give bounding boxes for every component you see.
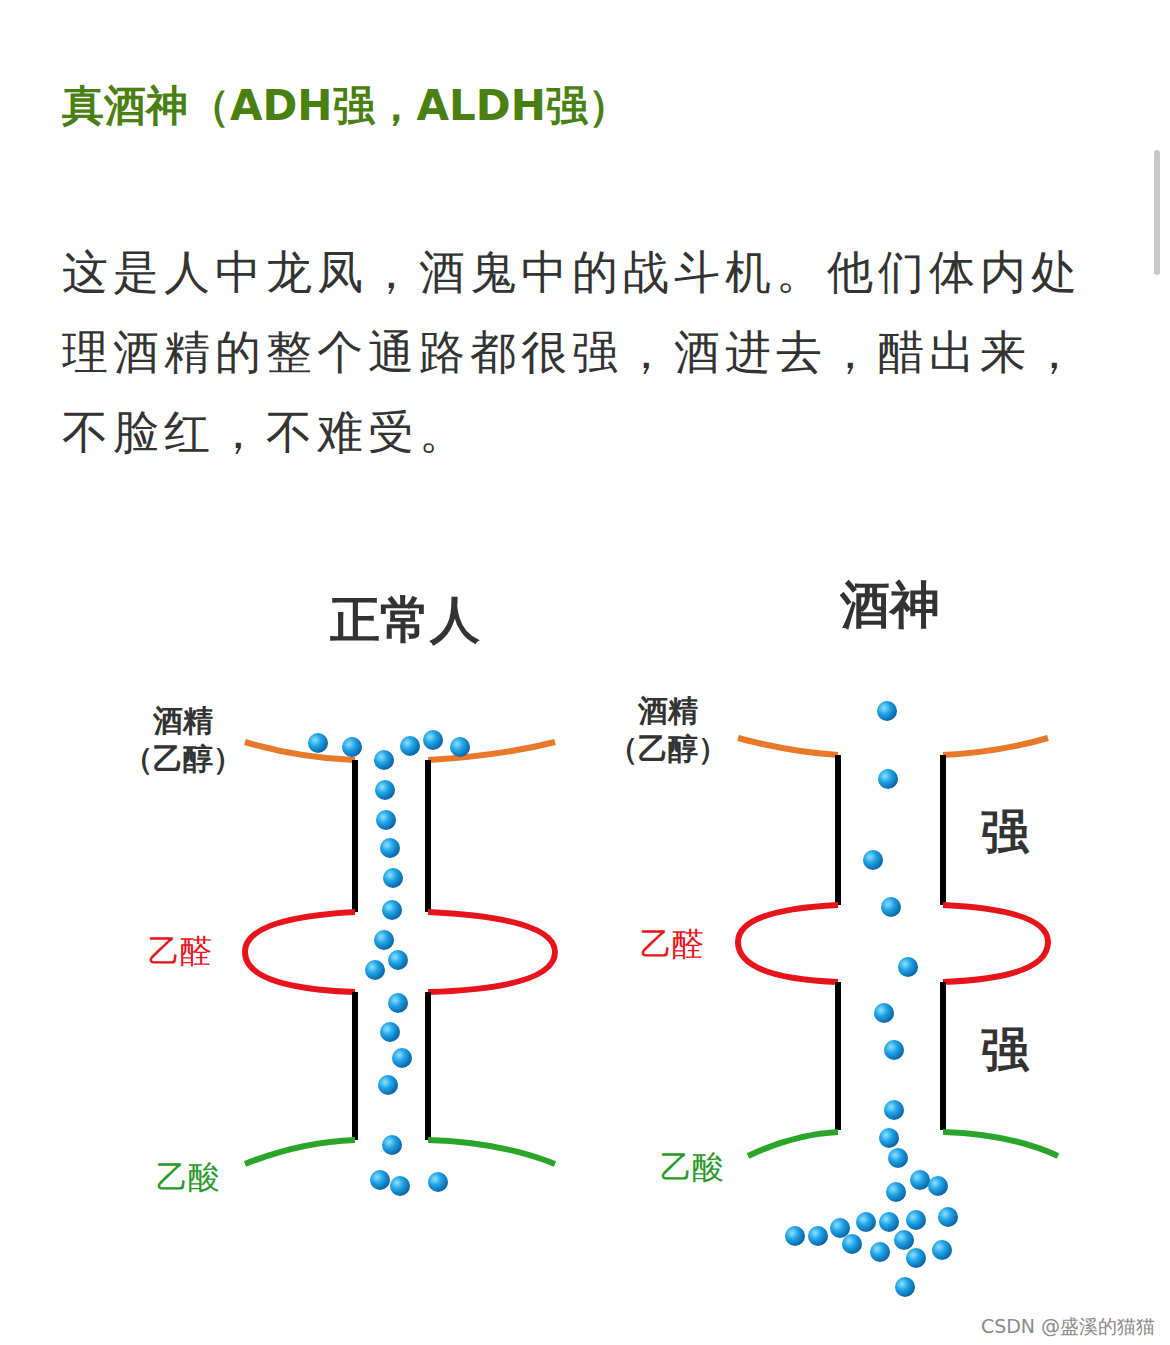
body-paragraph: 这是人中龙凤，酒鬼中的战斗机。他们体内处理酒精的整个通路都很强，酒进去，醋出来，… (62, 232, 1132, 472)
molecule-dot (388, 993, 408, 1013)
molecule-dot (895, 1277, 915, 1297)
molecule-dot (886, 1182, 906, 1202)
god-pathway (738, 738, 1058, 1156)
column-title: 酒神 (840, 572, 940, 639)
molecule-dot (392, 1048, 412, 1068)
molecule-dot (874, 1003, 894, 1023)
molecule-dot (910, 1170, 930, 1190)
molecule-dot (383, 868, 403, 888)
stage-label: 酒精 （乙醇） (604, 692, 733, 768)
molecule-dot (308, 733, 328, 753)
watermark: CSDN @盛溪的猫猫 (981, 1314, 1155, 1340)
molecule-dot (378, 1075, 398, 1095)
molecule-dot (894, 1230, 914, 1250)
molecule-dot (785, 1226, 805, 1246)
strength-label: 强 (981, 800, 1029, 864)
molecule-dot (808, 1226, 828, 1246)
molecule-dot (423, 730, 443, 750)
molecule-dot (842, 1234, 862, 1254)
molecule-dot (382, 900, 402, 920)
molecule-dot (380, 1022, 400, 1042)
molecule-dot (374, 750, 394, 770)
molecule-dot (906, 1248, 926, 1268)
scrollbar (1154, 150, 1160, 275)
molecule-dot (938, 1207, 958, 1227)
stage-label: 乙酸 (156, 1156, 220, 1200)
stage-label: 酒精 （乙醇） (119, 702, 248, 778)
molecule-dot (400, 736, 420, 756)
molecule-dot (863, 850, 883, 870)
molecule-dot (428, 1172, 448, 1192)
molecule-dot (884, 1040, 904, 1060)
molecule-dot (830, 1218, 850, 1238)
molecule-dot (450, 737, 470, 757)
molecule-dot (390, 1176, 410, 1196)
molecule-dot (388, 950, 408, 970)
molecule-dot (376, 810, 396, 830)
molecule-dot (374, 930, 394, 950)
molecule-dot (928, 1176, 948, 1196)
stage-label: 乙醛 (148, 930, 212, 974)
molecule-dot (856, 1212, 876, 1232)
molecule-dot (382, 1135, 402, 1155)
molecule-dot (375, 780, 395, 800)
column-title: 正常人 (330, 587, 480, 654)
molecule-dot (898, 957, 918, 977)
stage-label: 乙醛 (640, 923, 704, 967)
strength-label: 强 (981, 1018, 1029, 1082)
molecule-dot (879, 1212, 899, 1232)
heading: 真酒神（ADH强，ALDH强） (62, 78, 630, 134)
molecule-dot (881, 897, 901, 917)
molecule-dot (906, 1210, 926, 1230)
molecule-dot (879, 1128, 899, 1148)
molecule-dot (932, 1240, 952, 1260)
stage-label: 乙酸 (660, 1146, 724, 1190)
normal-pathway (245, 742, 555, 1164)
molecule-dot (878, 769, 898, 789)
molecule-dot (370, 1170, 390, 1190)
molecule-dots (308, 701, 958, 1297)
molecule-dot (365, 960, 385, 980)
molecule-dot (342, 737, 362, 757)
molecule-dot (877, 701, 897, 721)
molecule-dot (380, 838, 400, 858)
molecule-dot (870, 1242, 890, 1262)
molecule-dot (888, 1148, 908, 1168)
molecule-dot (884, 1100, 904, 1120)
